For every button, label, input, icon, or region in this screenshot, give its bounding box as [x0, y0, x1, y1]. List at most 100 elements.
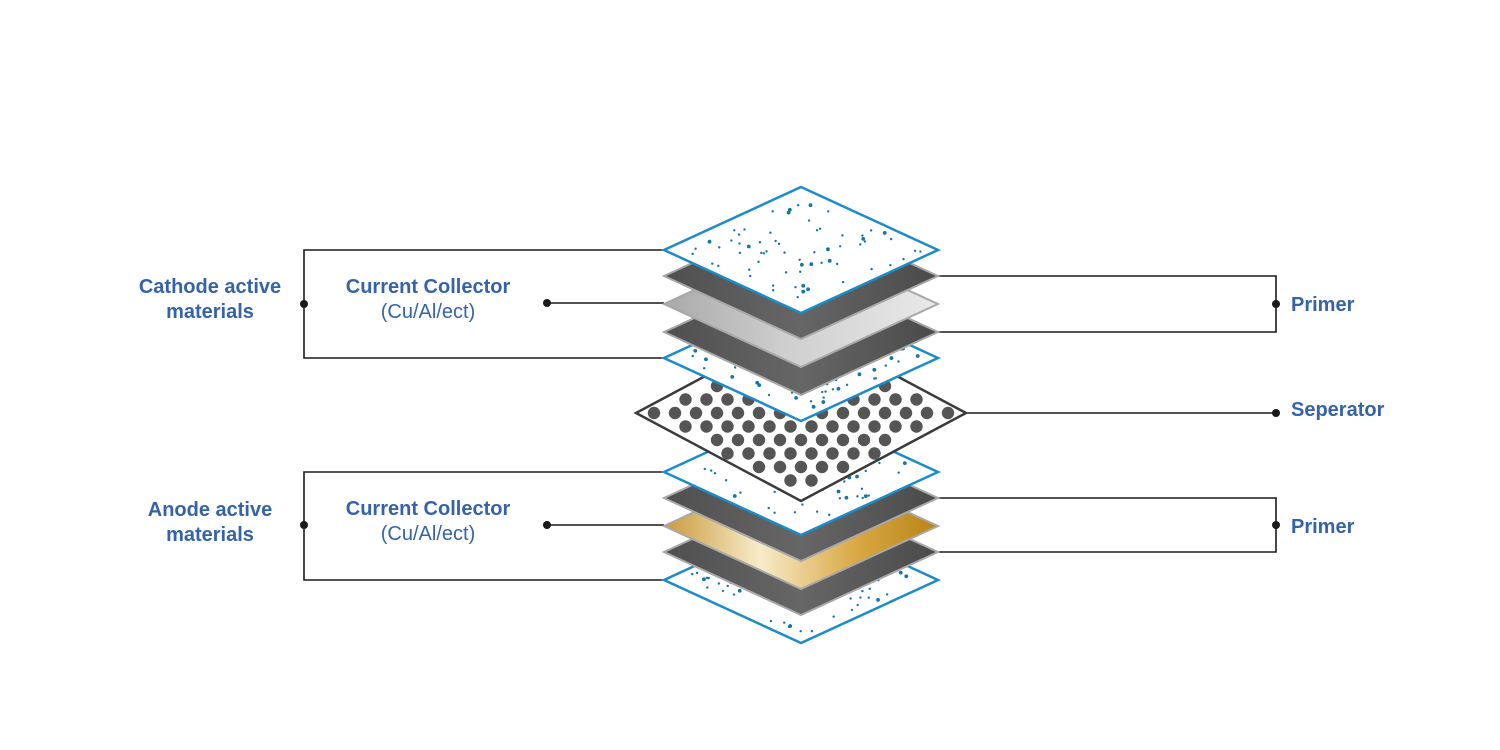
active-material-dot: [841, 280, 845, 284]
separator-pore: [836, 406, 850, 420]
active-material-dot: [777, 242, 781, 246]
active-material-dot: [856, 603, 859, 607]
active-material-dot: [843, 480, 846, 483]
separator-pore: [847, 420, 860, 433]
separator-pore: [805, 447, 818, 460]
cathode-active-top-layer: [661, 185, 941, 315]
active-material-dot: [693, 348, 698, 353]
separator-pore: [889, 420, 902, 433]
active-material-dot: [771, 284, 775, 287]
active-material-dot: [702, 367, 706, 370]
active-material-dot: [701, 577, 706, 582]
primer-top-label: Primer: [1291, 294, 1355, 316]
active-material-dot: [861, 496, 864, 500]
separator-pore: [920, 406, 934, 420]
active-material-dot: [885, 593, 889, 596]
active-material-dot: [827, 210, 830, 213]
separator-pore: [752, 406, 766, 420]
active-material-dot: [799, 262, 804, 267]
active-material-dot: [919, 250, 922, 253]
active-material-dot: [788, 624, 793, 628]
cathode-active-label: Cathode active materials: [110, 275, 310, 325]
separator-pore: [773, 460, 787, 474]
active-material-dot: [813, 251, 816, 254]
active-material-dot: [773, 490, 776, 494]
active-material-dot: [810, 629, 814, 633]
separator-pore: [763, 447, 776, 460]
active-material-dot: [878, 461, 881, 465]
separator-pore: [784, 447, 797, 460]
separator-pore: [878, 433, 892, 447]
layer-stack: [633, 185, 969, 645]
active-material-dot: [757, 260, 760, 264]
separator-pore: [847, 447, 860, 460]
active-material-dot: [889, 263, 892, 267]
active-material-dot: [717, 582, 721, 585]
active-material-dot: [826, 247, 829, 250]
active-material-dot: [809, 262, 814, 267]
separator-pore: [826, 447, 839, 460]
separator-pore: [668, 406, 682, 420]
active-material-dot: [732, 494, 737, 498]
active-material-dot: [821, 400, 826, 404]
active-material-dot: [889, 356, 894, 360]
anode-collector-endpoint: [543, 521, 551, 529]
active-material-dot: [835, 262, 839, 266]
active-material-dot: [861, 234, 864, 237]
active-material-dot: [809, 400, 813, 403]
cathode-active-label-line1: Cathode active: [138, 276, 282, 298]
active-material-dot: [849, 597, 852, 600]
active-material-dot: [730, 374, 735, 379]
active-material-dot: [867, 494, 870, 497]
active-material-dot: [769, 231, 772, 234]
active-material-dot: [861, 236, 866, 241]
separator-pore: [878, 406, 892, 420]
active-material-dot: [824, 390, 827, 393]
active-material-dot: [827, 258, 832, 263]
active-material-dot: [783, 251, 786, 254]
separator-pore: [868, 393, 881, 406]
separator-pore: [815, 460, 829, 474]
separator-pore: [721, 447, 734, 460]
active-material-dot: [806, 287, 810, 292]
separator-pore: [700, 420, 713, 433]
active-material-dot: [721, 589, 725, 593]
active-material-dot: [717, 264, 720, 268]
separator-pore: [868, 447, 881, 460]
active-material-dot: [760, 251, 763, 255]
separator-pore: [784, 420, 797, 433]
anode-collector-title: Current Collector: [345, 498, 511, 520]
active-material-dot: [704, 357, 708, 362]
primer-top-bracket: [938, 275, 1277, 333]
active-material-dot: [801, 289, 806, 294]
active-material-dot: [738, 251, 742, 255]
active-material-dot: [738, 242, 741, 245]
separator-pore: [868, 420, 881, 433]
separator-pore: [941, 406, 955, 420]
active-material-dot: [794, 395, 798, 400]
anode-active-label-line2: materials: [166, 524, 254, 546]
cathode-collector-endpoint: [543, 299, 551, 307]
cathode-active-endpoint: [300, 300, 308, 308]
active-material-dot: [859, 596, 862, 599]
active-material-dot: [774, 239, 777, 243]
active-material-dot: [758, 241, 762, 244]
active-material-dot: [733, 229, 736, 232]
connector-endpoints: [300, 299, 1280, 529]
active-material-dot: [868, 587, 871, 591]
separator-pore: [889, 393, 902, 406]
active-material-dot: [915, 354, 920, 358]
active-material-dot: [815, 229, 819, 232]
active-material-dot: [705, 576, 709, 580]
active-material-dot: [771, 210, 774, 213]
active-material-dot: [839, 245, 842, 248]
active-material-dot: [799, 270, 802, 273]
active-material-dot: [748, 268, 751, 271]
separator-pore: [679, 393, 692, 406]
active-material-dot: [706, 586, 709, 589]
cathode-collector-label: Current Collector (Cu/Al/ect): [318, 275, 538, 325]
active-material-dot: [831, 388, 835, 391]
active-material-dot: [856, 495, 859, 498]
separator-pore: [794, 433, 808, 447]
